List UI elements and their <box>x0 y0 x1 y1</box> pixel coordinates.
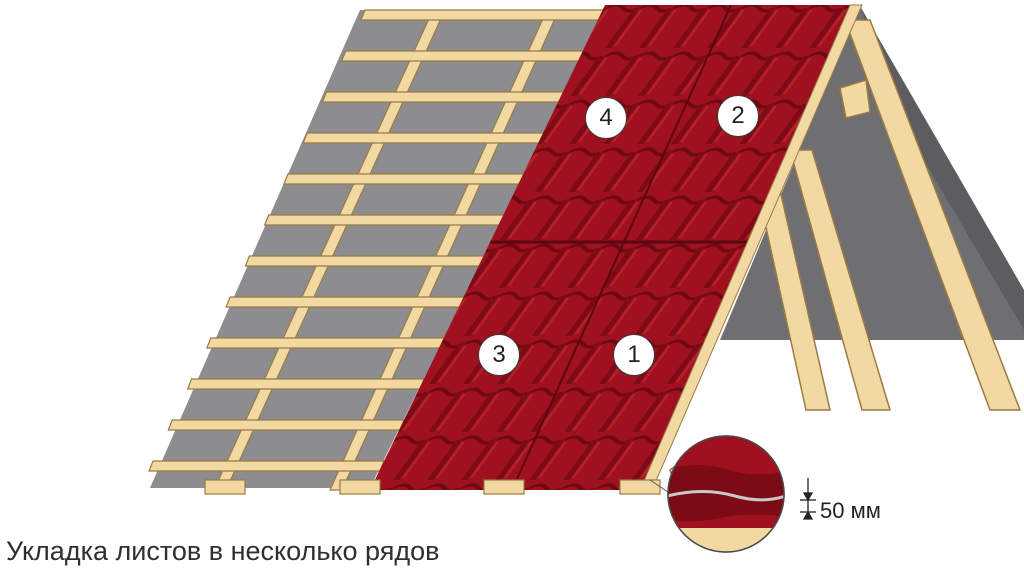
batten-feet <box>204 479 661 495</box>
batten <box>225 296 466 308</box>
sheet-3-label: 3 <box>492 341 506 368</box>
sheet-1-label: 1 <box>627 341 641 368</box>
batten <box>340 50 586 62</box>
sheet-3-badge: 3 <box>478 334 520 376</box>
sheet-1-badge: 1 <box>613 334 655 376</box>
sheet-4-badge: 4 <box>585 97 627 139</box>
batten <box>321 91 566 103</box>
batten <box>302 132 546 144</box>
overlap-detail <box>667 435 785 553</box>
dimension-marker <box>800 478 816 520</box>
batten <box>205 337 446 349</box>
sheet-4-label: 4 <box>599 104 613 131</box>
batten <box>244 255 486 267</box>
membrane <box>150 10 605 488</box>
batten <box>186 378 426 390</box>
diagram-caption: Укладка листов в несколько рядов <box>6 536 440 566</box>
batten <box>263 214 506 226</box>
sheet-2-label: 2 <box>731 102 745 129</box>
overlap-dimension-label: 50 мм <box>820 498 881 523</box>
batten <box>148 460 385 472</box>
batten <box>360 9 606 21</box>
batten <box>283 173 526 185</box>
batten <box>167 419 405 431</box>
sheet-2-badge: 2 <box>717 95 759 137</box>
battens <box>148 9 606 472</box>
gable-wall-dark <box>860 6 1024 330</box>
